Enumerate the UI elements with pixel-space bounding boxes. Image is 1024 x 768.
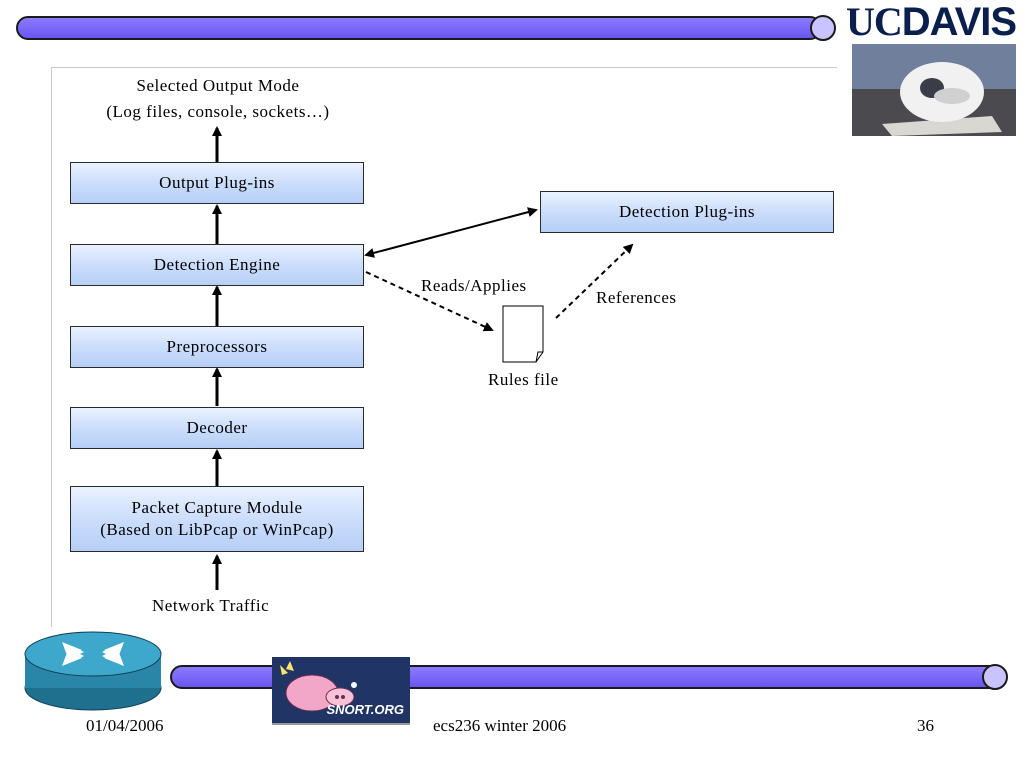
- rules-file-icon: [502, 305, 544, 363]
- detection-plugins-box: Detection Plug-ins: [540, 191, 834, 233]
- references-label: References: [596, 288, 677, 307]
- top-bar-cap: [810, 15, 836, 41]
- router-icon: [24, 631, 162, 711]
- output-plugins-box: Output Plug-ins: [70, 162, 364, 204]
- detection-engine-box: Detection Engine: [70, 244, 364, 286]
- output-mode-label: Selected Output Mode: [136, 76, 300, 95]
- snort-logo-text: SNORT.ORG: [326, 702, 404, 717]
- ucdavis-logo: UCDAVIS: [846, 0, 1017, 44]
- footer-course: ecs236 winter 2006: [433, 716, 567, 735]
- bottom-bar-cap: [982, 664, 1008, 690]
- snort-pig-icon: [272, 657, 410, 723]
- egg-sculpture-photo: [852, 44, 1016, 136]
- decoder-box: Decoder: [70, 407, 364, 449]
- diagram-frame: [51, 67, 837, 627]
- output-mode-sublabel: (Log files, console, sockets…): [106, 102, 330, 121]
- reads-applies-label: Reads/Applies: [421, 276, 527, 295]
- footer-page-number: 36: [917, 716, 934, 735]
- network-traffic-label: Network Traffic: [152, 596, 270, 615]
- footer-date: 01/04/2006: [86, 716, 164, 735]
- top-decorative-bar: [16, 16, 822, 40]
- preprocessors-box: Preprocessors: [70, 326, 364, 368]
- packet-capture-box: Packet Capture Module (Based on LibPcap …: [70, 486, 364, 552]
- egg-sculpture-icon: [852, 44, 1016, 136]
- rules-file-label: Rules file: [488, 370, 559, 389]
- arrow-engine-detection-plugins: [364, 207, 538, 258]
- snort-logo: SNORT.ORG: [272, 657, 410, 725]
